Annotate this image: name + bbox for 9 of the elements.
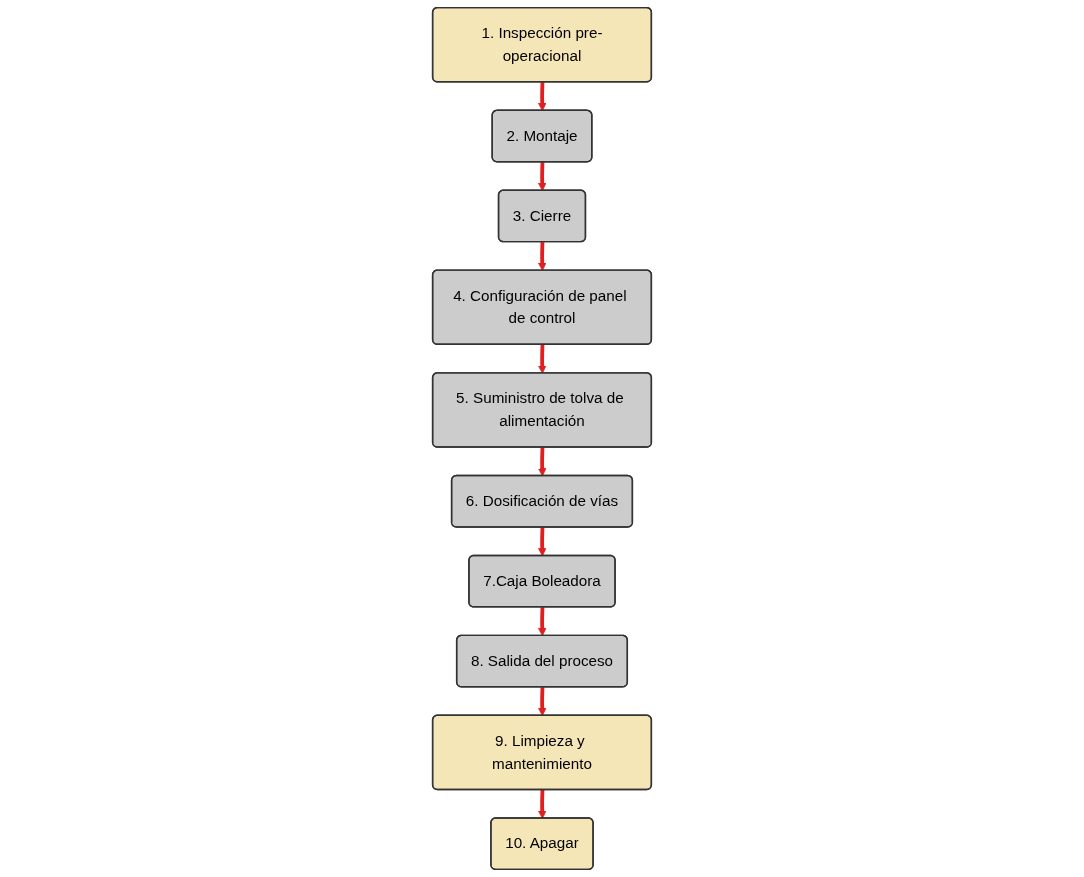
arrow: [538, 447, 547, 477]
arrow: [538, 527, 547, 557]
arrow: [538, 789, 547, 819]
arrow: [538, 162, 547, 192]
arrow: [538, 82, 547, 112]
arrow: [538, 687, 547, 717]
arrow: [538, 242, 547, 271]
arrow: [538, 344, 547, 374]
arrow: [538, 607, 547, 637]
